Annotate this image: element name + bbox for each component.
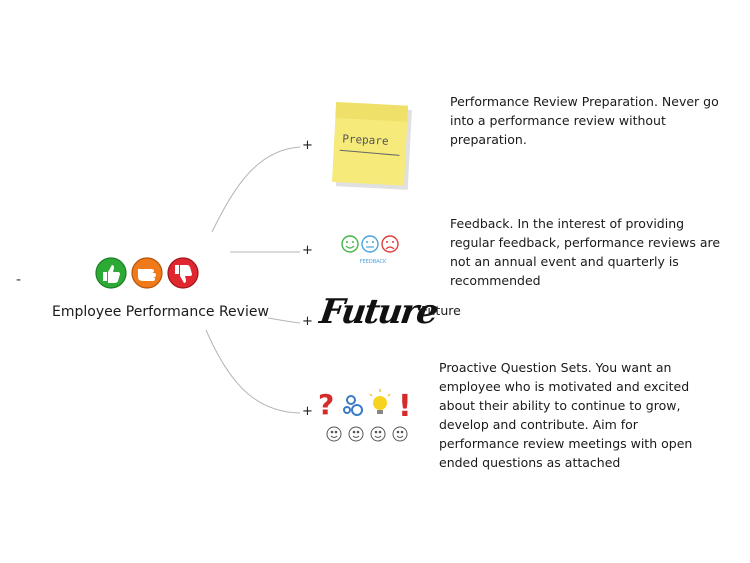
branch-text-preparation[interactable]: Performance Review Preparation. Never go… <box>450 94 719 147</box>
question-sets-image: ? ! <box>318 388 412 442</box>
svg-text:?: ? <box>318 388 334 421</box>
connector-branch-1 <box>211 146 301 233</box>
smiley-faces-icon <box>326 426 408 442</box>
neutral-hand-icon <box>131 257 163 289</box>
central-topic-title[interactable]: Employee Performance Review <box>52 304 269 320</box>
connector-branch-4 <box>205 329 301 414</box>
branch-text-future[interactable]: Future <box>421 303 461 318</box>
svg-text:!: ! <box>398 389 412 424</box>
expand-button-branch-2[interactable]: + <box>302 243 313 258</box>
thumbs-down-icon <box>167 257 199 289</box>
sticky-note-label: Prepare <box>342 132 389 147</box>
gears-icon <box>343 395 363 416</box>
branch-text-question-sets[interactable]: Proactive Question Sets. You want an emp… <box>439 360 693 470</box>
sad-face-icon <box>381 235 399 253</box>
expand-button-branch-4[interactable]: + <box>302 404 313 419</box>
expand-button-branch-1[interactable]: + <box>302 138 313 153</box>
feedback-faces-image: FEEDBACK <box>341 235 399 265</box>
question-mark-icon: ? <box>318 388 334 421</box>
happy-face-icon <box>341 235 359 253</box>
feedback-image-label: FEEDBACK <box>360 259 387 265</box>
expand-button-branch-3[interactable]: + <box>302 314 313 329</box>
thumbs-up-icon <box>95 257 127 289</box>
sticky-note-image: Prepare <box>332 102 412 190</box>
lightbulb-icon <box>369 389 391 414</box>
neutral-face-icon <box>361 235 379 253</box>
central-reaction-icons <box>95 257 199 289</box>
branch-text-feedback[interactable]: Feedback. In the interest of providing r… <box>450 216 721 288</box>
collapse-toggle[interactable]: - <box>16 272 22 288</box>
connector-branch-3 <box>267 317 301 324</box>
exclamation-mark-icon: ! <box>398 389 412 424</box>
